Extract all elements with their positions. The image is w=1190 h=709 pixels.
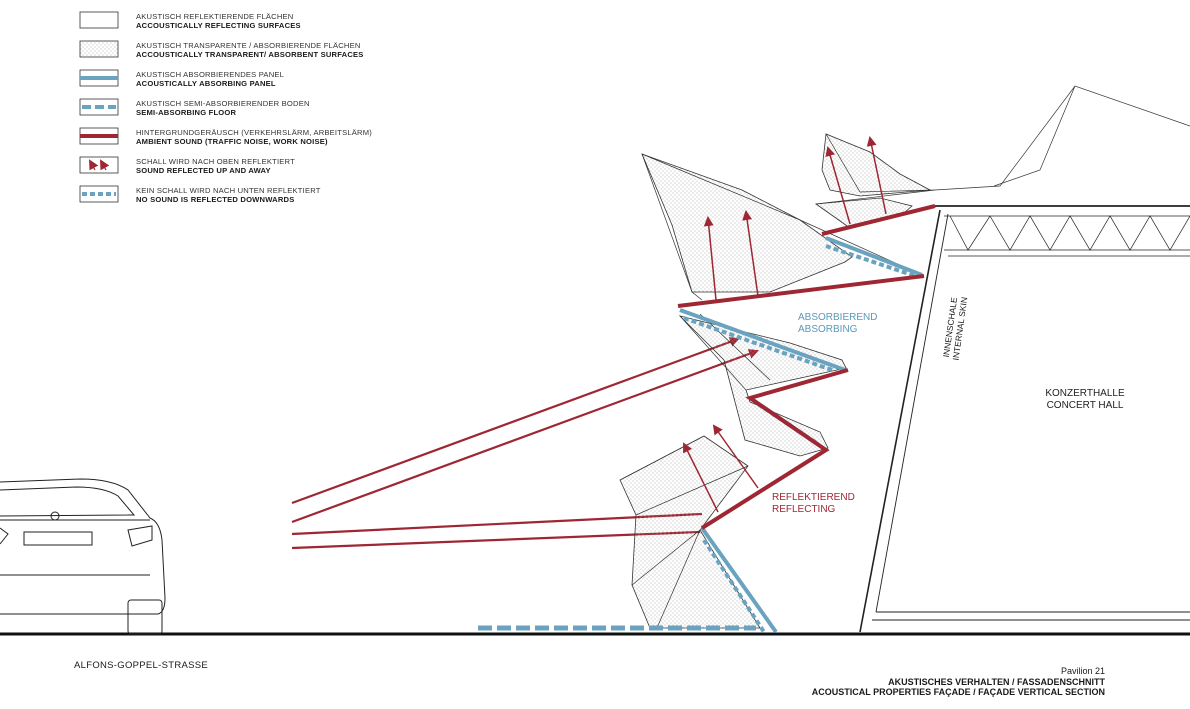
transparent-facade-panels — [619, 133, 932, 629]
concert-hall-label-en: CONCERT HALL — [1046, 399, 1124, 411]
legend-label-de: AKUSTISCH SEMI-ABSORBIERENDER BODEN — [136, 99, 310, 108]
reflecting-edges — [677, 204, 936, 530]
absorbing-label: ABSORBIEREND ABSORBING — [798, 312, 877, 335]
reflecting-label: REFLEKTIEREND REFLECTING — [772, 492, 855, 515]
legend-item-no-down: KEIN SCHALL WIRD NACH UNTEN REFLEKTIERT … — [80, 184, 460, 210]
legend-label-en: ACCOUSTICALLY REFLECTING SURFACES — [136, 21, 301, 30]
legend-item-semi-floor: AKUSTISCH SEMI-ABSORBIERENDER BODEN SEMI… — [80, 97, 460, 123]
legend-item-reflecting: AKUSTISCH REFLEKTIERENDE FLÄCHEN ACCOUST… — [80, 10, 460, 36]
legend-label-de: AKUSTISCH REFLEKTIERENDE FLÄCHEN — [136, 12, 294, 21]
concert-hall-shell — [859, 205, 1190, 633]
reflecting-label-en: REFLECTING — [772, 503, 836, 515]
legend-label-en: SOUND REFLECTED UP AND AWAY — [136, 166, 271, 175]
title-block: Pavilion 21 AKUSTISCHES VERHALTEN / FASS… — [812, 666, 1105, 698]
absorbing-label-en: ABSORBING — [798, 323, 858, 335]
ambient-sound-rays — [291, 337, 759, 550]
absorbing-label-de: ABSORBIEREND — [798, 312, 878, 323]
legend-symbol-transparent — [79, 40, 119, 58]
legend-label-de: AKUSTISCH ABSORBIERENDES PANEL — [136, 70, 285, 79]
legend-item-ambient: HINTERGRUNDGERÄUSCH (VERKEHRSLÄRM, ARBEI… — [80, 126, 460, 152]
facade-facet-lines — [619, 85, 1190, 631]
legend-item-absorbing-panel: AKUSTISCH ABSORBIERENDES PANEL ACOUSTICA… — [80, 68, 460, 94]
concert-hall-label-de: KONZERTHALLE — [1045, 388, 1125, 399]
legend-label-en: AMBIENT SOUND (TRAFFIC NOISE, WORK NOISE… — [136, 137, 328, 146]
legend-label-de: SCHALL WIRD NACH OBEN REFLEKTIERT — [136, 157, 295, 166]
legend-item-transparent: AKUSTISCH TRANSPARENTE / ABSORBIERENDE F… — [80, 39, 460, 65]
legend-label-de: KEIN SCHALL WIRD NACH UNTEN REFLEKTIERT — [136, 186, 321, 195]
legend-label-de: AKUSTISCH TRANSPARENTE / ABSORBIERENDE F… — [136, 41, 361, 50]
reflecting-label-de: REFLEKTIEREND — [772, 492, 855, 503]
car-drawing — [0, 478, 166, 635]
title-line-en: ACOUSTICAL PROPERTIES FAÇADE / FAÇADE VE… — [811, 687, 1105, 697]
legend-label-en: NO SOUND IS REFLECTED DOWNWARDS — [136, 195, 295, 204]
title-line-de: AKUSTISCHES VERHALTEN / FASSADENSCHNITT — [888, 676, 1105, 687]
legend-symbols — [79, 11, 119, 203]
legend-label-de: HINTERGRUNDGERÄUSCH (VERKEHRSLÄRM, ARBEI… — [136, 128, 372, 137]
reflected-up-arrows — [683, 136, 887, 513]
legend-label-en: ACCOUSTICALLY TRANSPARENT/ ABSORBENT SUR… — [136, 50, 364, 59]
project-name: Pavilion 21 — [1060, 666, 1105, 676]
legend-symbol-reflecting — [79, 11, 119, 29]
legend-label-en: ACOUSTICALLY ABSORBING PANEL — [136, 79, 276, 88]
legend-item-reflected-up: SCHALL WIRD NACH OBEN REFLEKTIERT SOUND … — [80, 155, 460, 181]
street-name: ALFONS-GOPPEL-STRASSE — [74, 660, 209, 671]
concert-hall-label: KONZERTHALLE CONCERT HALL — [1040, 388, 1130, 411]
legend-label-en: SEMI-ABSORBING FLOOR — [136, 108, 237, 117]
